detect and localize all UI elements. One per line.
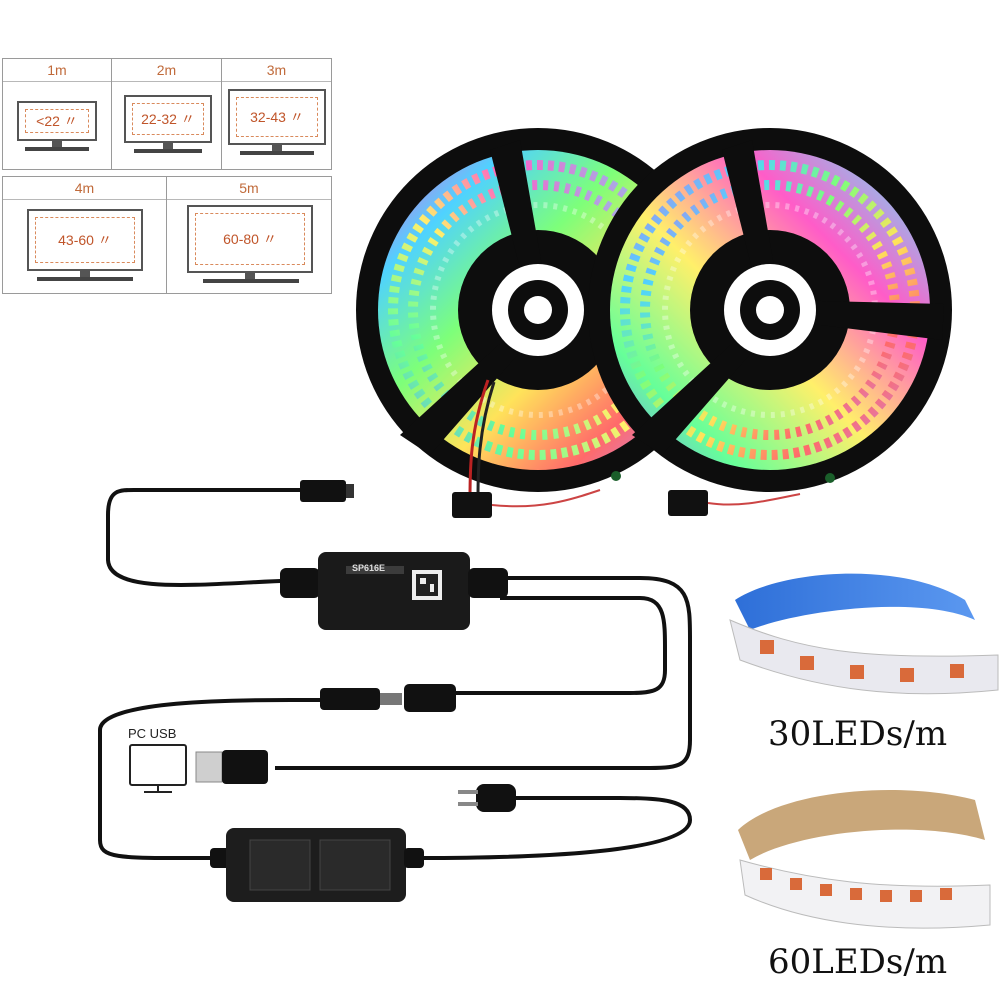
led-reel-right bbox=[588, 128, 952, 492]
size-length-label: 1m bbox=[3, 59, 111, 82]
size-cell-3m: 3m 32-43 〃 bbox=[221, 58, 332, 170]
monitor-icon bbox=[129, 744, 187, 793]
size-length-label: 3m bbox=[222, 59, 331, 82]
tv-icon: 60-80 〃 bbox=[187, 205, 313, 273]
jst-connector bbox=[300, 480, 354, 502]
led-strip-30 bbox=[729, 573, 999, 695]
size-chart: 1m <22 〃 2m 22-32 〃 3m 32-43 〃 4m 43-60 … bbox=[2, 58, 332, 298]
tv-icon: <22 〃 bbox=[17, 101, 97, 141]
size-cell-4m: 4m 43-60 〃 bbox=[2, 176, 167, 294]
usb-plug bbox=[195, 750, 268, 784]
tv-stand-base bbox=[25, 147, 89, 151]
led-strip-60 bbox=[738, 790, 991, 929]
tv-icon: 32-43 〃 bbox=[228, 89, 326, 145]
size-cell-1m: 1m <22 〃 bbox=[2, 58, 112, 170]
controller-model-label: SP616E bbox=[352, 563, 386, 573]
tv-size-label: <22 〃 bbox=[25, 109, 89, 133]
strip-30-caption: 30LEDs/m bbox=[768, 714, 948, 754]
size-length-label: 4m bbox=[3, 177, 166, 200]
tv-stand-base bbox=[37, 277, 133, 281]
power-adapter bbox=[210, 828, 424, 902]
pc-usb-label: PC USB bbox=[128, 726, 177, 741]
cables bbox=[98, 487, 693, 861]
strip-60-caption: 60LEDs/m bbox=[768, 942, 948, 982]
tv-icon: 22-32 〃 bbox=[124, 95, 212, 143]
tv-stand-base bbox=[203, 279, 299, 283]
tv-size-label: 60-80 〃 bbox=[195, 213, 305, 265]
tv-stand-base bbox=[240, 151, 314, 155]
size-length-label: 5m bbox=[167, 177, 331, 200]
reel-connectors bbox=[452, 379, 801, 518]
tv-size-label: 22-32 〃 bbox=[132, 103, 204, 135]
size-length-label: 2m bbox=[112, 59, 221, 82]
dc-barrel-connectors bbox=[320, 684, 456, 712]
tv-stand-neck bbox=[52, 141, 62, 147]
size-cell-2m: 2m 22-32 〃 bbox=[111, 58, 222, 170]
tv-size-label: 43-60 〃 bbox=[35, 217, 135, 263]
tv-size-label: 32-43 〃 bbox=[236, 97, 318, 137]
tv-stand-neck bbox=[80, 271, 90, 277]
tv-stand-neck bbox=[245, 273, 255, 279]
size-cell-5m: 5m 60-80 〃 bbox=[166, 176, 332, 294]
tv-stand-base bbox=[134, 149, 202, 153]
tv-icon: 43-60 〃 bbox=[27, 209, 143, 271]
ac-plug bbox=[458, 784, 516, 812]
tv-stand-neck bbox=[163, 143, 173, 149]
tv-stand-neck bbox=[272, 145, 282, 151]
controller-box bbox=[280, 552, 508, 630]
